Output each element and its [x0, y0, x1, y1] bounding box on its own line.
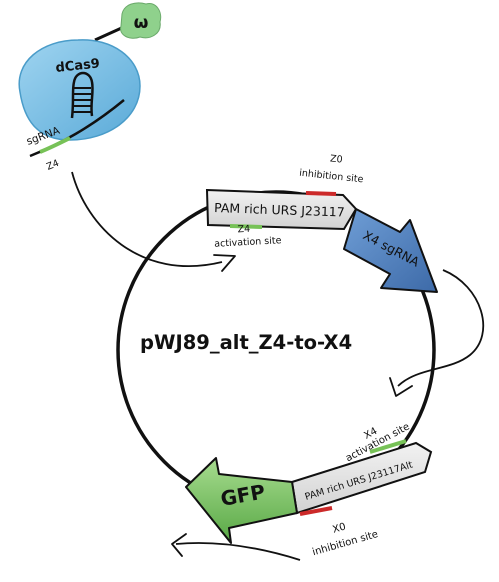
x0-inhibition-label: inhibition site [311, 529, 379, 558]
target-dna-strand [29, 99, 125, 158]
z0-inhibition-label: inhibition site [299, 168, 364, 186]
plasmid-name: pWJ89_alt_Z4-to-X4 [140, 331, 352, 354]
z4-activation-site [229, 224, 263, 229]
dcas9-complex: ω dCas9 sgRNA Z4 [18, 2, 162, 173]
gfp-gene-shape [185, 457, 298, 544]
dcas9-label: dCas9 [55, 56, 101, 76]
x4-sgrna-gene: X4 sgRNA [343, 208, 438, 293]
z4-activation-label: activation site [214, 235, 282, 250]
gfp-output-arrow [175, 542, 301, 561]
x0-inhibition-site [299, 506, 333, 516]
x4-label: X4 [362, 426, 379, 442]
dcas9-protein [18, 39, 141, 141]
z0-label: Z0 [329, 153, 343, 165]
omega-subunit [120, 2, 162, 39]
top-promoter-label: PAM rich URS J23117 [214, 200, 345, 220]
sgrna-hairpin [70, 71, 94, 119]
x4-activation-site [369, 439, 407, 454]
z4-label: Z4 [237, 224, 250, 236]
z4-target-site [39, 136, 71, 154]
complex-to-z4-arrow [71, 171, 223, 268]
bottom-promoter: PAM rich URS J23117Alt X4 activation sit… [290, 421, 433, 558]
gfp-output-arrowhead [171, 533, 187, 557]
gfp-gene: GFP [185, 457, 298, 544]
sgrna-to-x4-arrow [397, 269, 485, 387]
z4-target-label: Z4 [45, 158, 61, 173]
x4-sgrna-gene-shape [343, 208, 438, 293]
sgrna-hairpin-rungs [73, 87, 92, 113]
complex-to-z4-arrowhead [213, 254, 236, 272]
x0-label: X0 [331, 521, 347, 535]
top-promoter: PAM rich URS J23117 Z0 inhibition site Z… [205, 153, 364, 250]
z0-inhibition-site [305, 191, 337, 196]
sgrna-to-x4-arrowhead [389, 377, 413, 397]
omega-label: ω [134, 13, 149, 33]
